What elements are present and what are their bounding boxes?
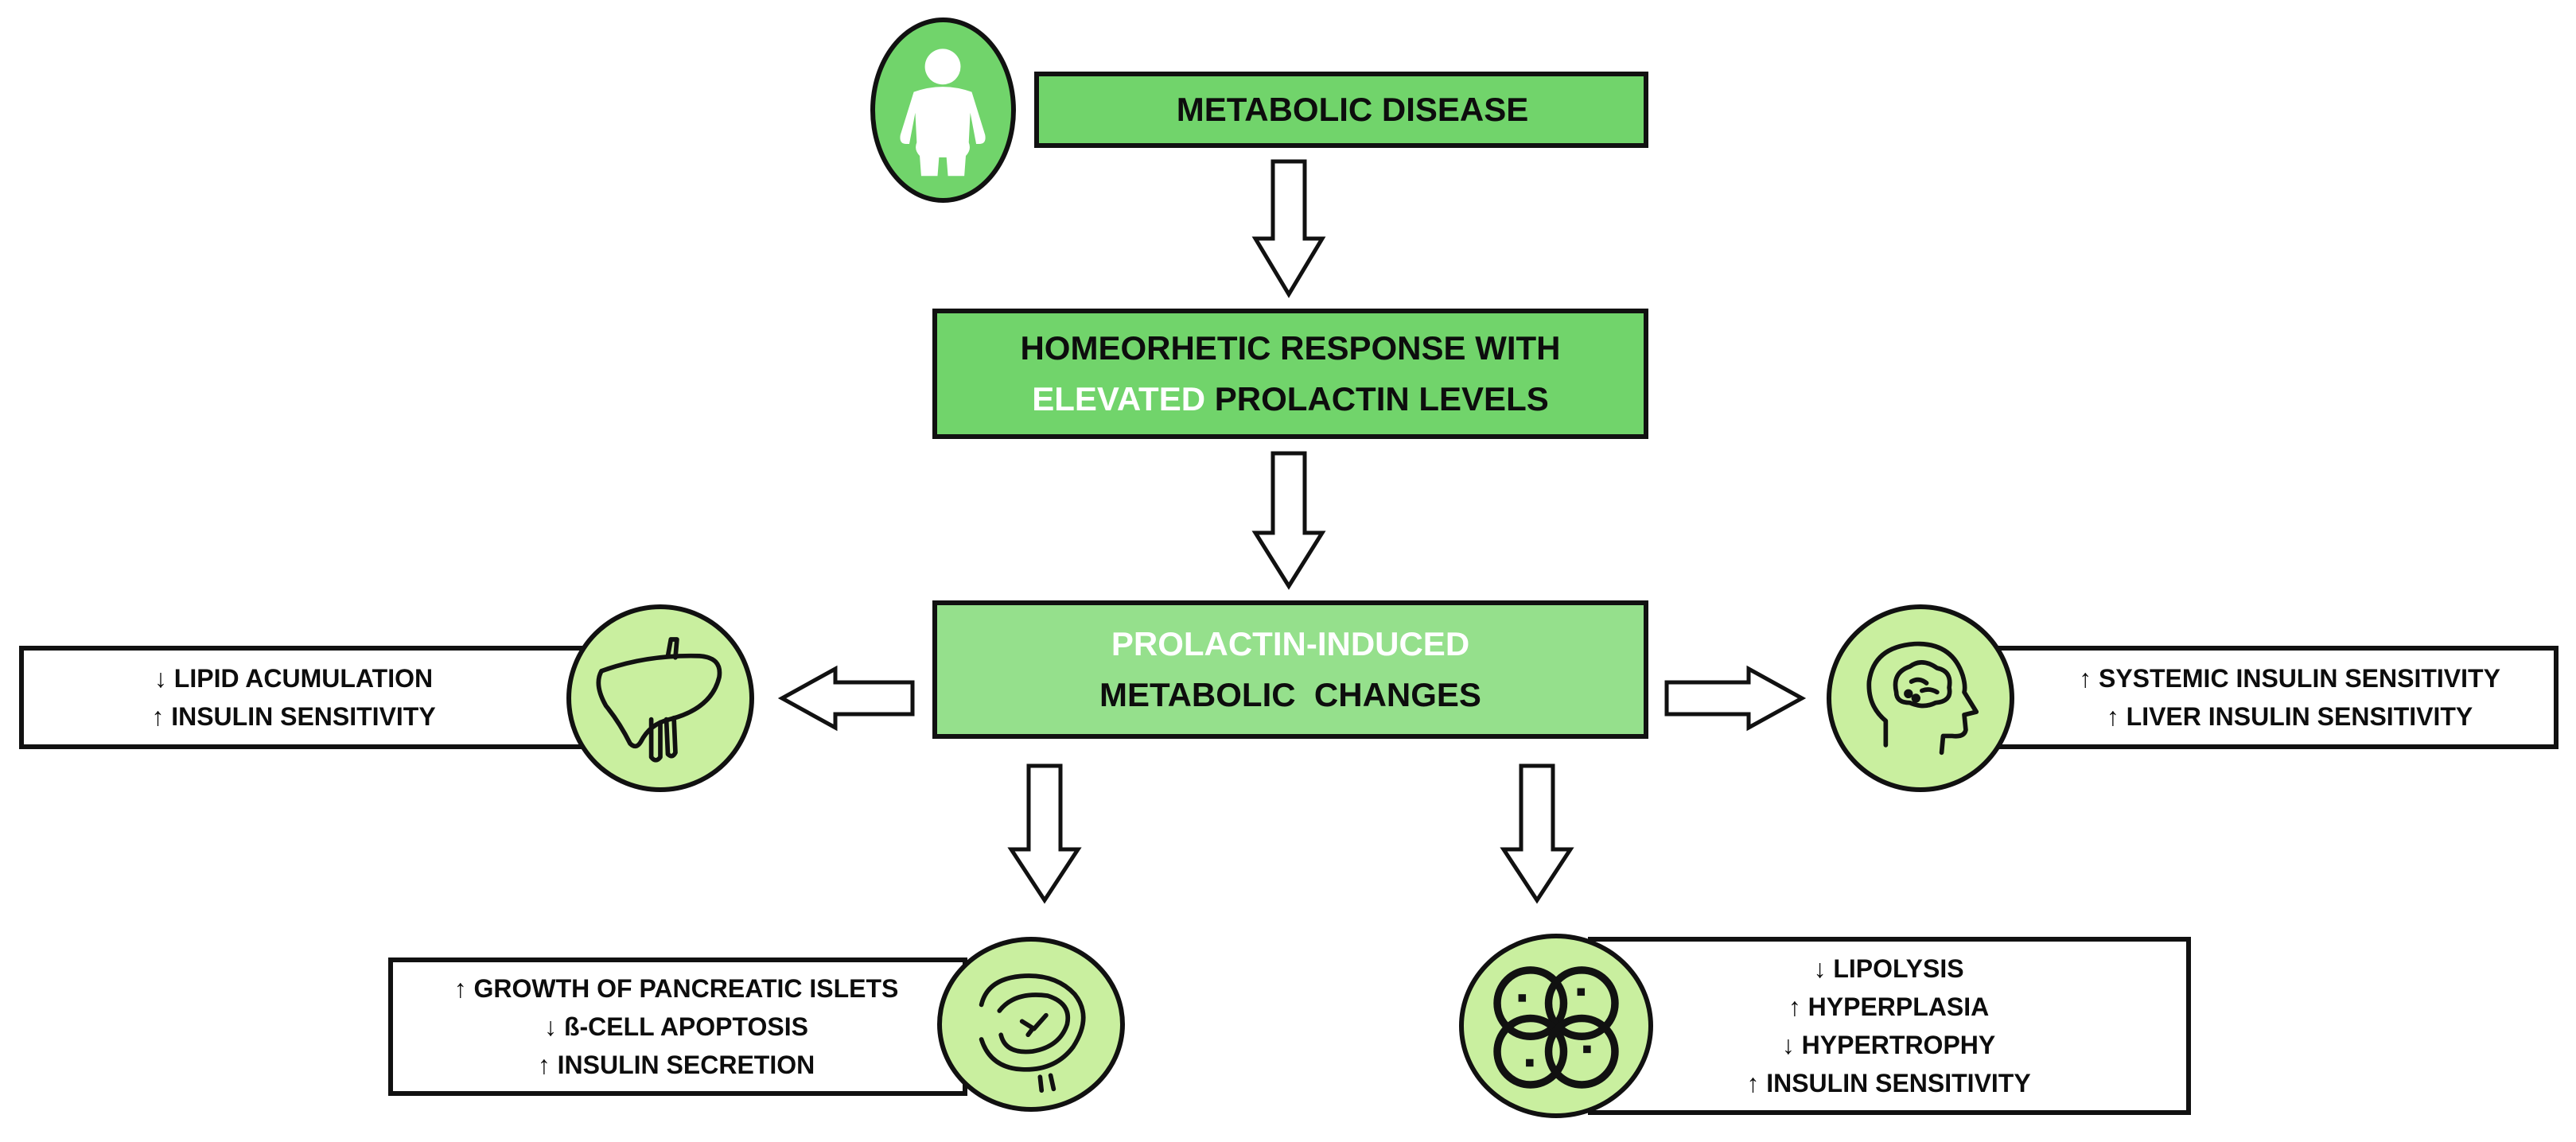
prolactin-induced-highlight: PROLACTIN-INDUCED xyxy=(1111,625,1470,662)
prolactin-levels-text: PROLACTIN LEVELS xyxy=(1214,380,1549,418)
liver-effects-list: ↓ LIPID ACUMULATION ↑ INSULIN SENSITIVIT… xyxy=(19,646,568,749)
homeorhetic-line-2: ELEVATED PROLACTIN LEVELS xyxy=(1032,374,1549,425)
adipose-effects-list: ↓ LIPOLYSIS ↑ HYPERPLASIA ↓ HYPERTROPHY … xyxy=(1591,937,2186,1115)
pancreas-effects-list: ↑ GROWTH OF PANCREATIC ISLETS ↓ ß-CELL A… xyxy=(398,957,955,1096)
brain-effect-2: ↑ LIVER INSULIN SENSITIVITY xyxy=(2106,702,2473,731)
pancreas-effect-1: ↑ GROWTH OF PANCREATIC ISLETS xyxy=(453,974,899,1003)
liver-effects-box xyxy=(19,646,617,749)
arrow-down-1 xyxy=(1251,159,1326,298)
prolactin-changes-text: PROLACTIN-INDUCED METABOLIC CHANGES xyxy=(932,600,1648,739)
elevated-highlight: ELEVATED xyxy=(1032,380,1206,418)
adipose-effects-box xyxy=(1588,937,2191,1115)
pancreas-icon xyxy=(937,937,1125,1112)
adipose-effect-1: ↓ LIPOLYSIS xyxy=(1813,954,1964,983)
liver-effect-2: ↑ INSULIN SENSITIVITY xyxy=(151,702,436,731)
pancreas-effect-2: ↓ ß-CELL APOPTOSIS xyxy=(544,1012,808,1041)
brain-effects-box xyxy=(1981,646,2558,749)
arrow-left xyxy=(777,665,915,732)
homeorhetic-response-text: HOMEORHETIC RESPONSE WITH ELEVATED PROLA… xyxy=(932,309,1648,439)
brain-effect-1: ↑ SYSTEMIC INSULIN SENSITIVITY xyxy=(2079,664,2500,693)
metabolic-disease-box xyxy=(1034,72,1648,148)
adipose-effect-2: ↑ HYPERPLASIA xyxy=(1788,992,1990,1021)
liver-icon xyxy=(566,604,754,792)
brain-head-icon xyxy=(1827,604,2014,792)
person-icon xyxy=(870,17,1016,203)
adipose-effect-3: ↓ HYPERTROPHY xyxy=(1781,1031,1996,1059)
homeorhetic-response-box xyxy=(932,309,1648,439)
arrow-down-4 xyxy=(1500,763,1574,904)
adipose-effect-4: ↑ INSULIN SENSITIVITY xyxy=(1746,1069,2031,1097)
liver-effect-1: ↓ LIPID ACUMULATION xyxy=(154,664,434,693)
pancreas-effect-3: ↑ INSULIN SECRETION xyxy=(537,1051,815,1079)
arrow-right xyxy=(1664,665,1807,732)
metabolic-changes-text: METABOLIC CHANGES xyxy=(1099,676,1481,713)
arrow-down-3 xyxy=(1007,763,1082,904)
prolactin-changes-box xyxy=(932,600,1648,739)
pancreas-effects-box xyxy=(388,957,967,1096)
brain-effects-list: ↑ SYSTEMIC INSULIN SENSITIVITY ↑ LIVER I… xyxy=(2021,646,2558,749)
homeorhetic-line-1: HOMEORHETIC RESPONSE WITH xyxy=(1020,329,1561,367)
arrow-down-2 xyxy=(1251,451,1326,590)
adipocytes-icon xyxy=(1459,934,1653,1118)
metabolic-disease-label: METABOLIC DISEASE xyxy=(1176,91,1529,128)
